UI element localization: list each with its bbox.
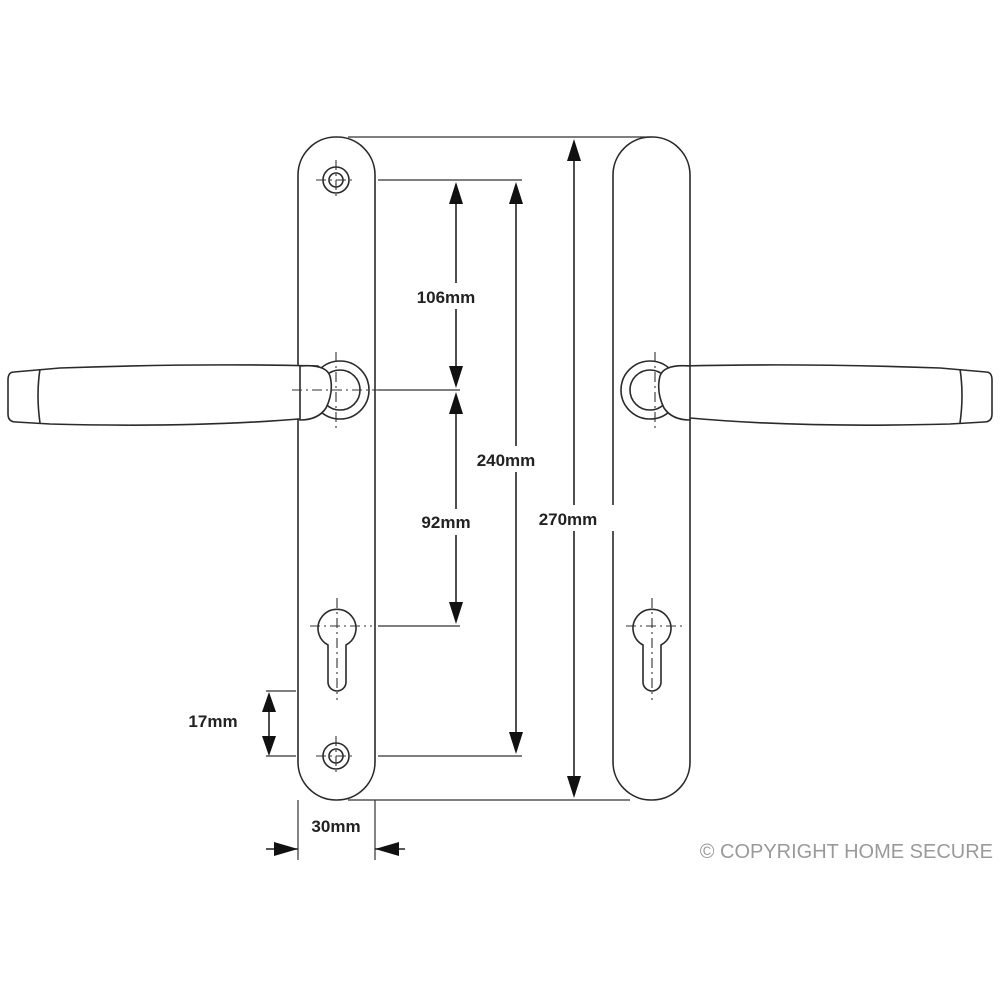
label-92mm: 92mm [421, 513, 470, 532]
label-30mm: 30mm [311, 817, 360, 836]
top-screw-icon [316, 160, 356, 200]
dimension-240mm: 240mm [462, 182, 554, 754]
dimension-30mm: 30mm [266, 817, 405, 856]
euro-keyhole-icon [310, 598, 372, 700]
label-240mm: 240mm [477, 451, 536, 470]
copyright-text: © COPYRIGHT HOME SECURE [700, 841, 993, 863]
left-backplate [297, 136, 376, 801]
right-backplate [612, 136, 691, 801]
bottom-screw-icon [316, 736, 356, 776]
left-lever-handle [7, 352, 378, 428]
extension-lines [266, 136, 652, 860]
dimension-17mm: 17mm [188, 692, 276, 756]
dimension-106mm: 106mm [405, 182, 485, 388]
right-lever-handle [620, 352, 993, 428]
euro-keyhole-icon [626, 598, 686, 700]
label-17mm: 17mm [188, 712, 237, 731]
label-106mm: 106mm [417, 288, 476, 307]
dimension-92mm: 92mm [410, 392, 480, 624]
label-270mm: 270mm [539, 510, 598, 529]
dimension-270mm: 270mm [528, 139, 620, 798]
